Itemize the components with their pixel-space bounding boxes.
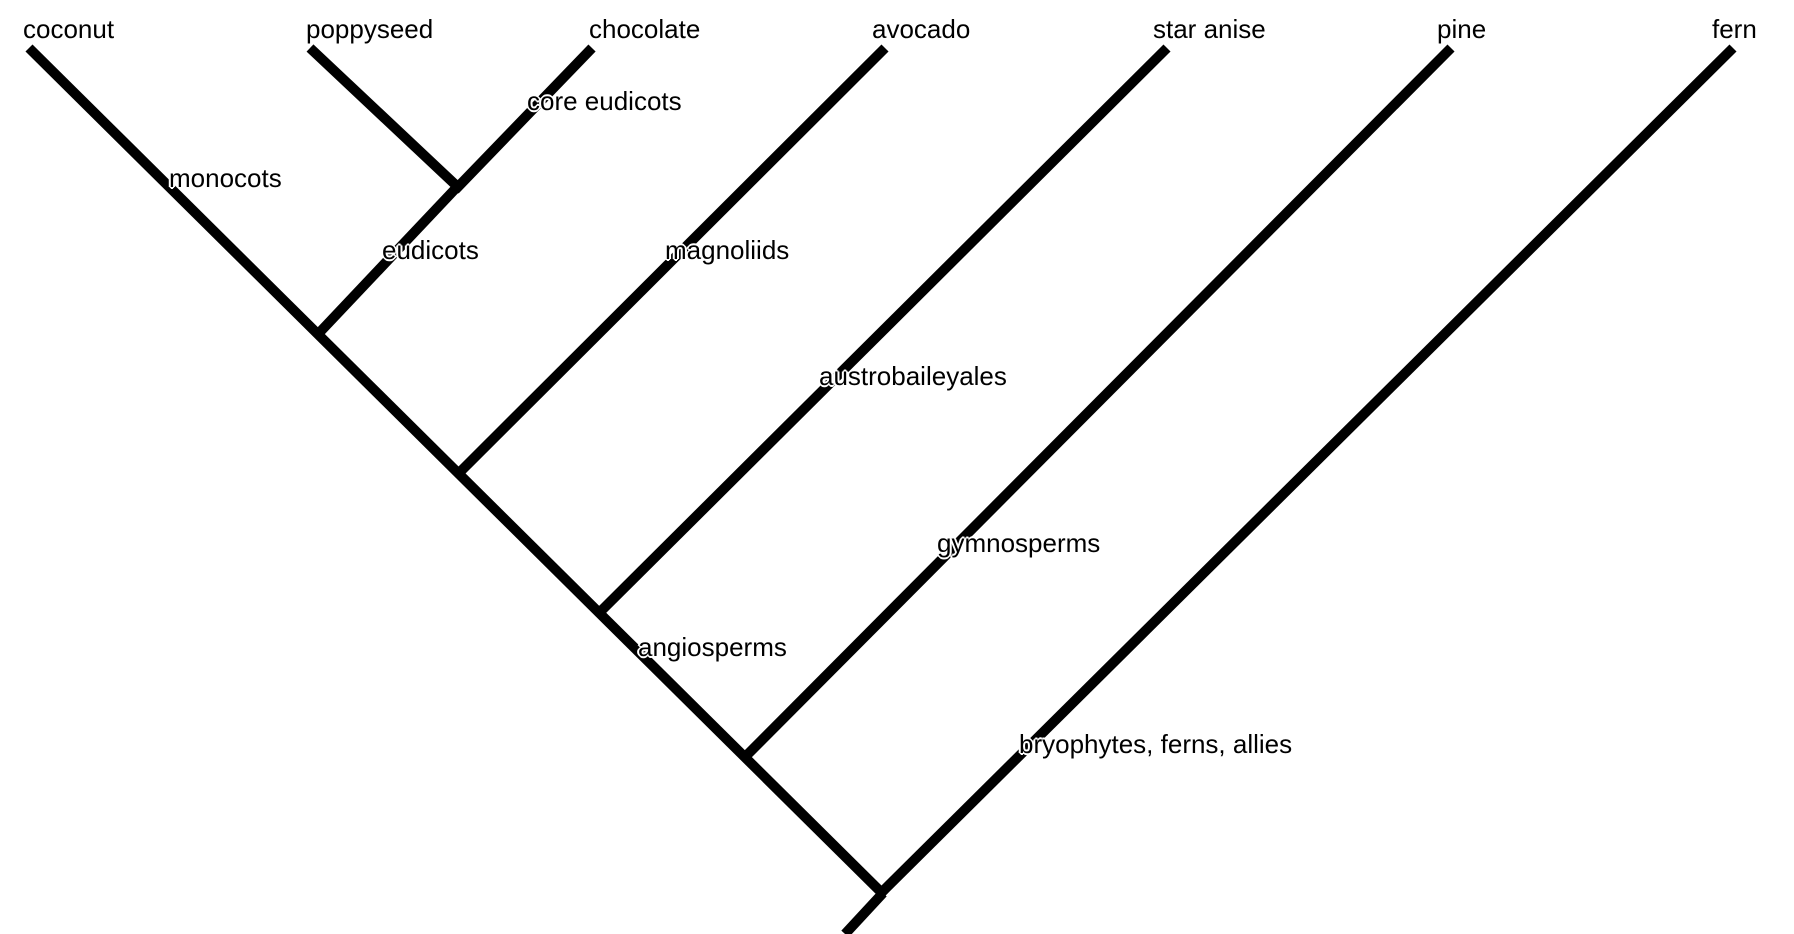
clade-label-angiosperms: angiosperms: [638, 632, 787, 662]
clade-label-eudicots: eudicots: [382, 235, 479, 265]
clade-label-monocots: monocots: [169, 163, 282, 193]
tip-label-coconut: coconut: [23, 14, 115, 44]
branch-root: [841, 889, 887, 934]
branch-pine: [741, 44, 1455, 761]
tip-label-fern: fern: [1712, 14, 1757, 44]
branch-poppyseed: [306, 44, 465, 194]
branch-main: [25, 44, 889, 900]
clade-label-core-eudicots: core eudicots: [527, 86, 682, 116]
tip-label-pine: pine: [1437, 14, 1487, 44]
clade-label-austrobaileyales: austrobaileyales: [819, 361, 1007, 391]
tip-label-chocolate: chocolate: [589, 14, 701, 44]
clade-label-magnoliids: magnoliids: [665, 235, 790, 265]
branch-star-anise: [596, 44, 1171, 616]
branch-eudicots: [316, 182, 462, 336]
branch-fern: [876, 44, 1737, 898]
branch-chocolate: [451, 44, 596, 194]
clade-label-bryophytes: bryophytes, ferns, allies: [1019, 729, 1293, 759]
tip-label-star-anise: star anise: [1153, 14, 1266, 44]
tip-label-avocado: avocado: [872, 14, 971, 44]
clade-label-gymnosperms: gymnosperms: [937, 528, 1101, 558]
branch-avocado: [456, 44, 889, 476]
tip-label-poppyseed: poppyseed: [306, 14, 434, 44]
